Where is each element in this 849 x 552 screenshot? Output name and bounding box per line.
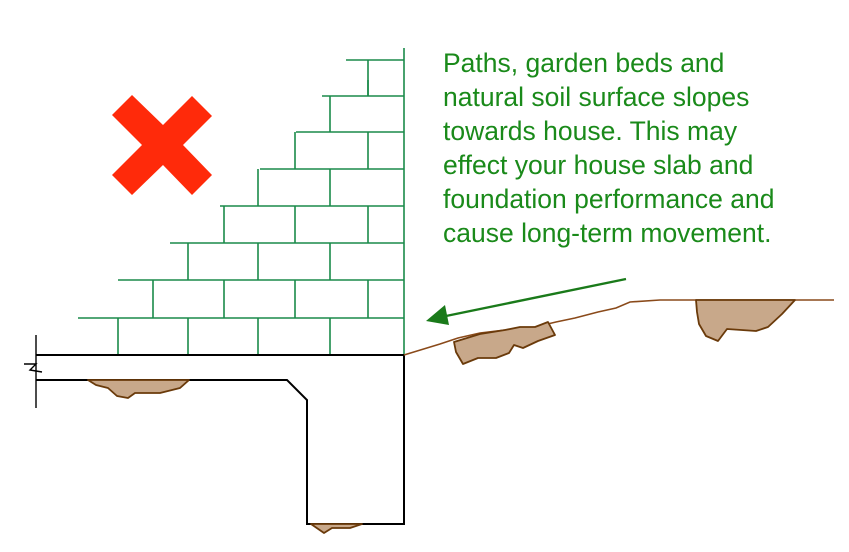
caption-line: cause long-term movement. [443, 218, 772, 248]
caption-line: natural soil surface slopes [443, 82, 750, 112]
soil-rock [310, 523, 363, 534]
brick-wall [78, 48, 405, 355]
caption-line: foundation performance and [443, 184, 775, 214]
red-cross-icon [112, 95, 212, 195]
caption-line: Paths, garden beds and [443, 48, 725, 78]
soil-rock [87, 379, 190, 399]
caption-line: towards house. This may [443, 116, 738, 146]
break-symbol [24, 363, 43, 373]
arrow-left-icon [426, 277, 627, 325]
caption-text: Paths, garden beds and natural soil surf… [443, 46, 843, 250]
soil-rock [453, 321, 556, 365]
soil-rocks [87, 299, 796, 534]
slab-footing-outline [36, 355, 405, 525]
caption-line: effect your house slab and [443, 150, 754, 180]
soil-rock [695, 299, 796, 342]
slab-footing [24, 335, 405, 525]
